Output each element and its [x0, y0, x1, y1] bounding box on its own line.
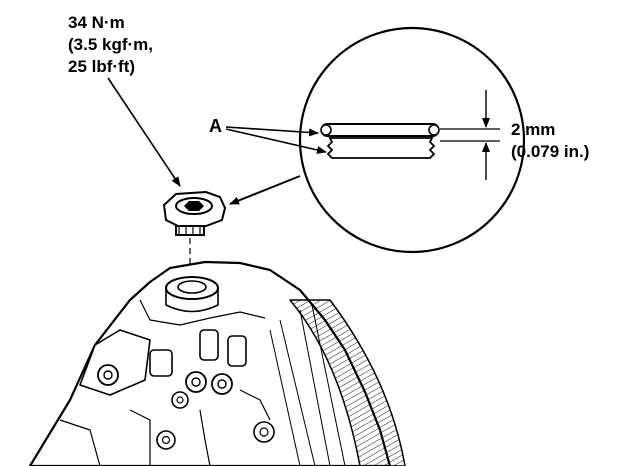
detail-arrow — [229, 175, 301, 205]
torque-kgfm: (3.5 kgf·m, — [68, 35, 153, 54]
gap-dimension: 2 mm (0.079 in.) — [511, 120, 589, 161]
dimension-imperial: (0.079 in.) — [511, 142, 589, 161]
torque-lbfft: 25 lbf·ft) — [68, 57, 135, 76]
torque-leader-arrow — [107, 77, 181, 187]
torque-nm: 34 N·m — [68, 13, 125, 32]
callout-a-arrow-thread — [225, 128, 327, 154]
callout-label-a: A — [209, 116, 222, 136]
torque-spec: 34 N·m (3.5 kgf·m, 25 lbf·ft) — [68, 13, 153, 76]
callout-a-arrow-washer — [225, 126, 319, 137]
dimension-metric: 2 mm — [511, 120, 555, 139]
detail-view — [298, 26, 526, 254]
drain-plug — [162, 190, 227, 236]
transmission-housing — [28, 260, 406, 466]
